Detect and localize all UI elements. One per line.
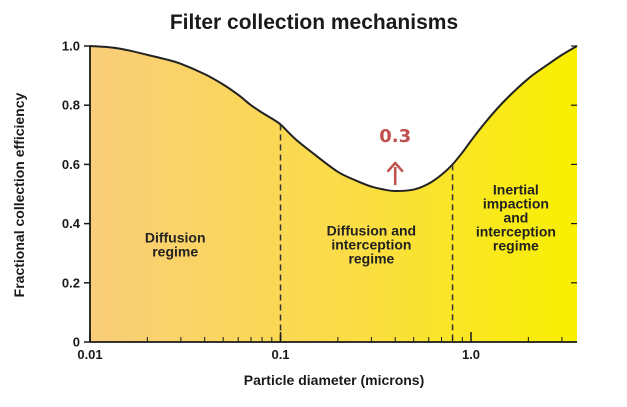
y-tick-label: 0.2 xyxy=(62,275,80,290)
region-label: regime xyxy=(348,250,394,266)
chart-title: Filter collection mechanisms xyxy=(170,11,458,34)
x-tick-label: 0.1 xyxy=(271,347,289,362)
region-label: impaction xyxy=(483,196,549,212)
region-label: regime xyxy=(152,243,198,259)
annotation-arrow-head xyxy=(386,161,404,173)
efficiency-curve xyxy=(89,45,578,193)
x-tick-label: 0.01 xyxy=(77,347,102,362)
region-label: regime xyxy=(493,238,539,254)
region-label: Diffusion xyxy=(145,229,206,245)
region-label: and xyxy=(503,210,528,226)
y-tick-label: 1.0 xyxy=(62,39,80,54)
region-label: interception xyxy=(476,224,556,240)
x-axis-label: Particle diameter (microns) xyxy=(244,372,425,388)
above-curve-mask xyxy=(90,44,577,192)
y-tick-label: 0.6 xyxy=(62,157,80,172)
x-tick-label: 1.0 xyxy=(462,347,480,362)
annotation-label: 0.3 xyxy=(379,126,411,147)
y-axis-label: Fractional collection efficiency xyxy=(11,92,27,297)
region-label: interception xyxy=(331,236,411,252)
y-tick-label: 0 xyxy=(73,335,80,350)
region-label: Diffusion and xyxy=(327,222,416,238)
y-tick-label: 0.8 xyxy=(62,98,80,113)
region-label: Inertial xyxy=(493,182,539,198)
y-tick-label: 0.4 xyxy=(62,216,81,231)
